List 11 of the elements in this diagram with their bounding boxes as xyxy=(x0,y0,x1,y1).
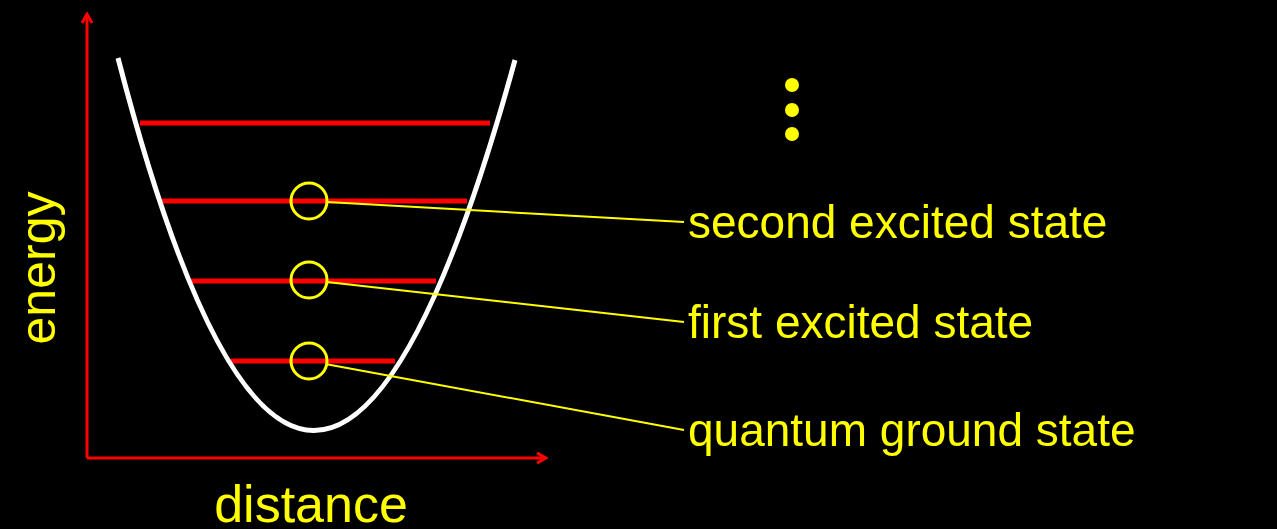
axis-label: energy xyxy=(10,191,66,345)
leader-line xyxy=(325,363,685,431)
marker-circle xyxy=(289,341,329,381)
state-label: quantum ground state xyxy=(688,402,1136,458)
state-label: second excited state xyxy=(688,194,1108,250)
marker-circle xyxy=(289,260,329,300)
marker-circle xyxy=(289,181,329,221)
axis-label: distance xyxy=(214,476,408,529)
leader-line xyxy=(325,201,685,223)
leader-line xyxy=(325,281,685,323)
state-label: first excited state xyxy=(688,294,1034,350)
